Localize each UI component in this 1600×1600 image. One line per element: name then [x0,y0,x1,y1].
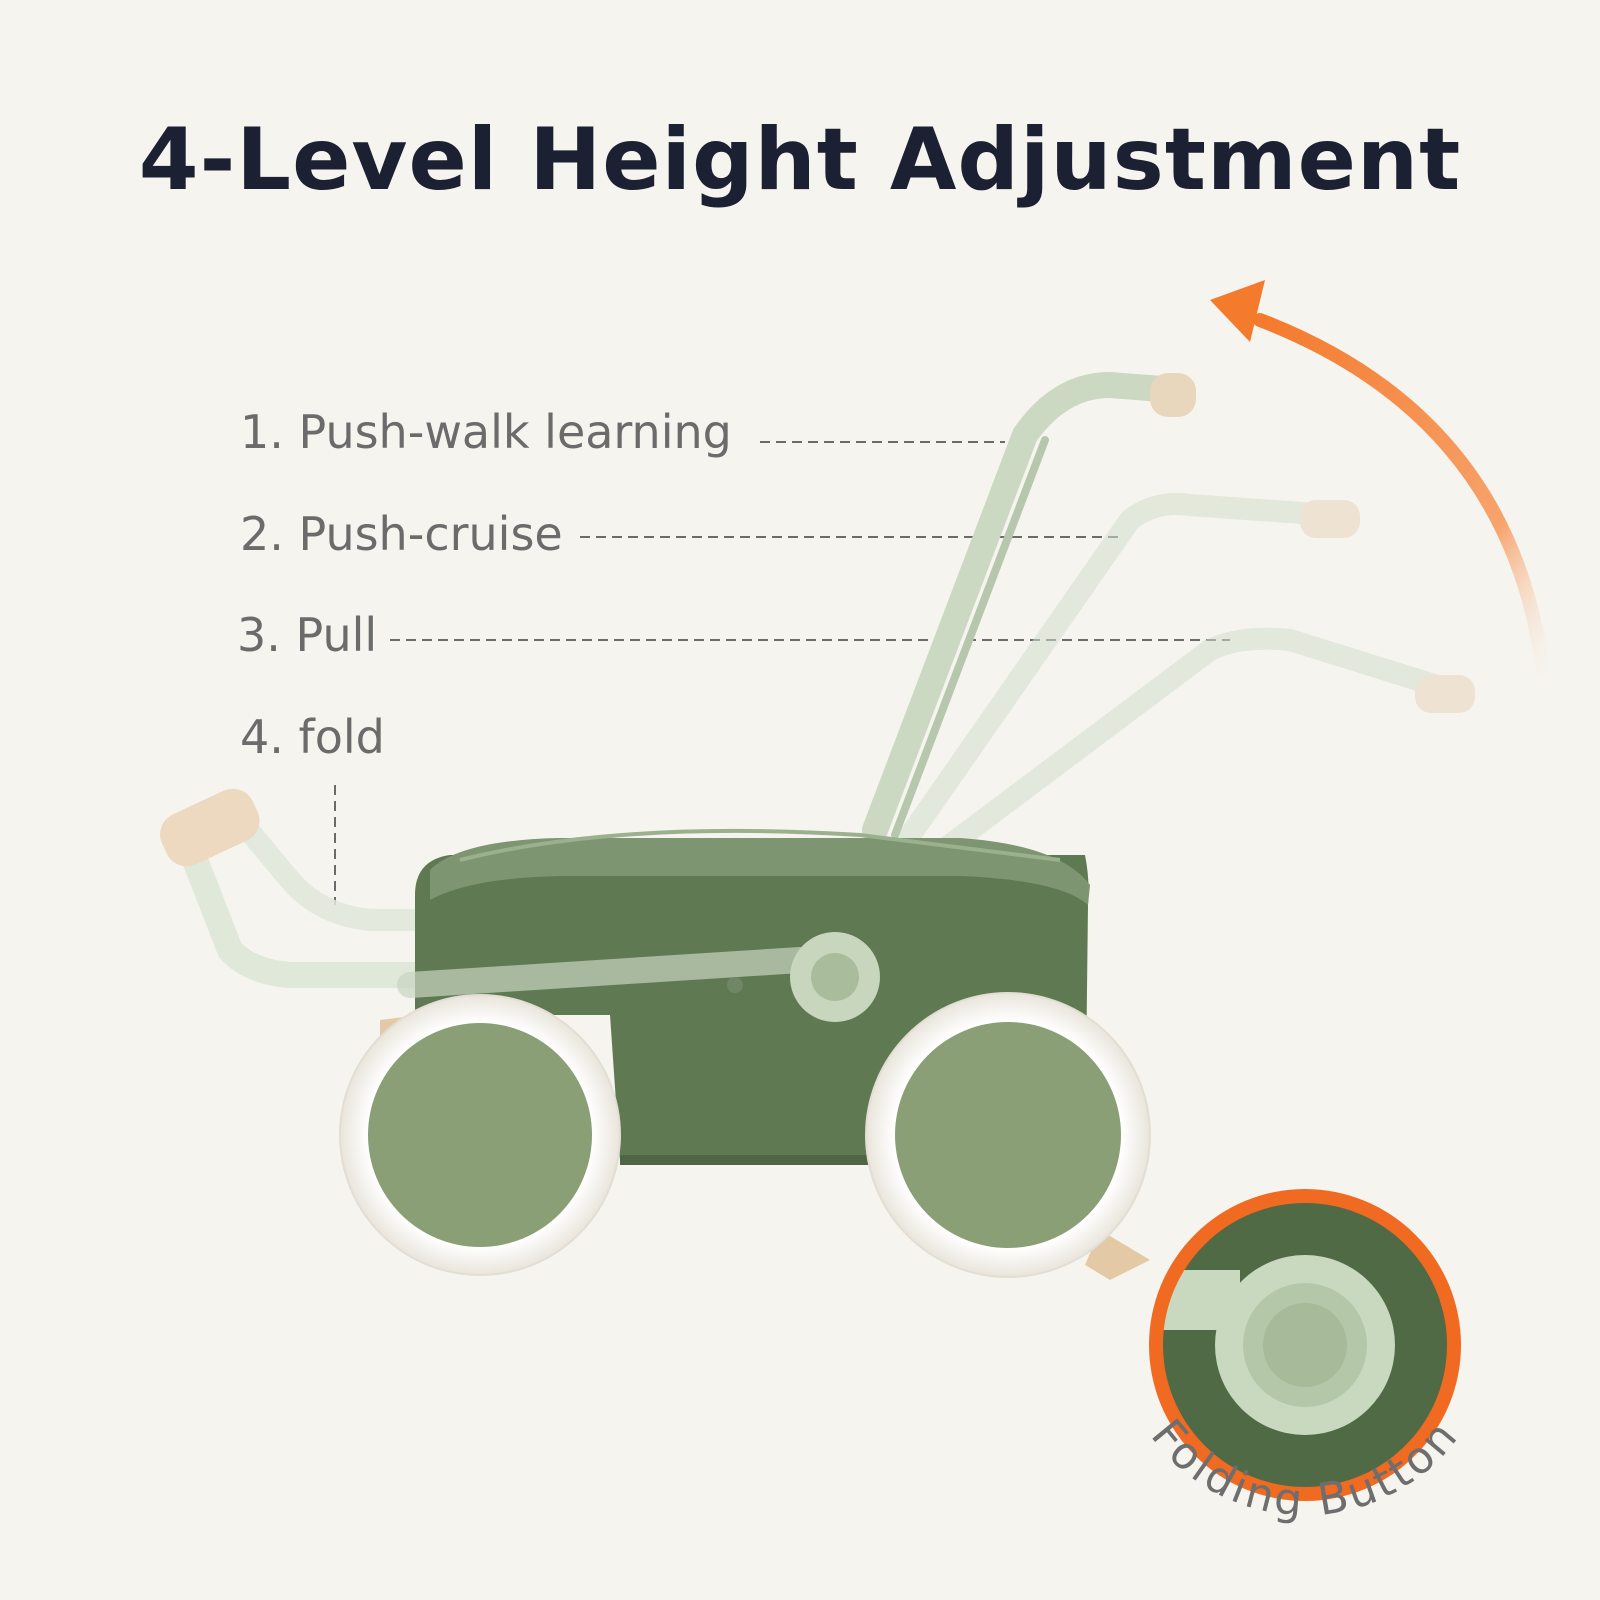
page-title: 4-Level Height Adjustment [138,110,1462,210]
handle-position-1 [862,371,1196,843]
wheel-left [339,994,621,1276]
handle-over-body [397,947,813,998]
leader-lines [334,441,1230,905]
level-2-label: 2. Push-cruise [240,507,563,561]
handle-ghost-positions [889,493,1475,871]
level-3-label: 3. Pull [237,608,378,662]
folding-button-icon [727,932,880,1022]
rotate-arrow-icon [1210,280,1552,697]
wheel-right [865,992,1151,1278]
level-1-label: 1. Push-walk learning [240,405,732,459]
handle-position-fold [160,788,733,988]
level-4-label: 4. fold [240,710,385,764]
folding-button-callout: Folding Button [1141,1189,1466,1527]
